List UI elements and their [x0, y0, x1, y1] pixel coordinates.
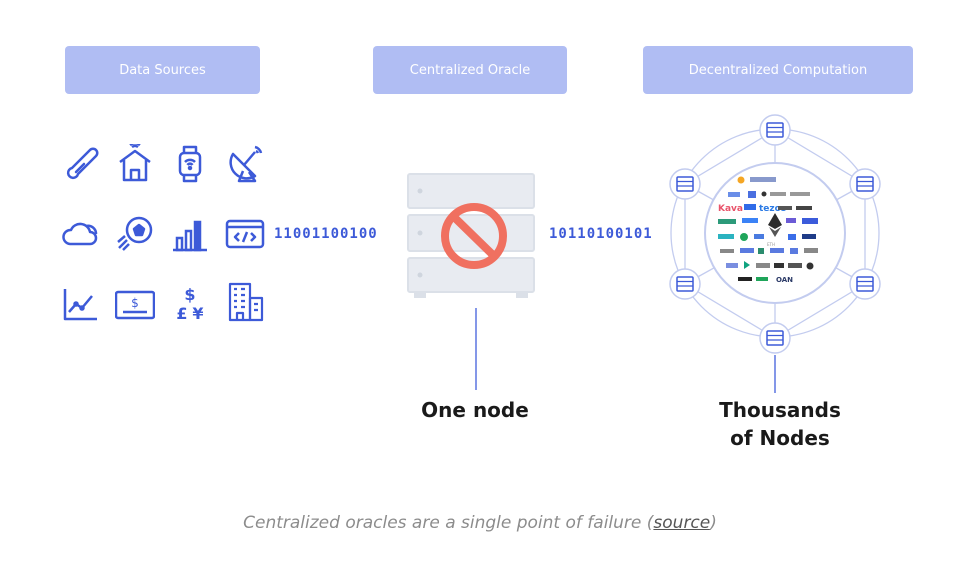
figure-caption: Centralized oracles are a single point o… — [0, 513, 960, 533]
centralized-server — [407, 173, 535, 390]
svg-text:£: £ — [176, 304, 187, 323]
svg-text:$: $ — [184, 285, 195, 304]
server-node — [669, 268, 701, 300]
payment-card-icon: $ — [115, 284, 155, 324]
thousands-of-nodes-label: Thousands of Nodes — [690, 396, 870, 452]
bar-chart-icon — [170, 214, 210, 254]
building-icon — [225, 282, 265, 322]
server-node — [849, 268, 881, 300]
server-node — [669, 168, 701, 200]
smartwatch-icon — [170, 144, 210, 184]
soccer-ball-icon — [115, 214, 155, 254]
server-node — [759, 114, 791, 146]
input-bitstream: 11001100100 — [274, 226, 378, 242]
svg-text:¥: ¥ — [192, 304, 203, 323]
svg-text:ETH: ETH — [767, 242, 775, 247]
prohibition-icon — [441, 203, 507, 269]
network-nodes — [669, 114, 881, 354]
caption-source-link[interactable]: source — [653, 513, 711, 533]
svg-text:Kava: Kava — [718, 204, 743, 214]
decentralized-computation-header: Decentralized Computation — [643, 46, 913, 94]
house-wifi-icon — [115, 144, 155, 184]
svg-text:tezos: tezos — [759, 204, 786, 214]
ecosystem-logos: Kava tezos ETH OAN — [718, 176, 818, 284]
thousands-line-1: Thousands — [719, 398, 841, 422]
one-node-label: One node — [421, 398, 529, 422]
cloud-icon — [60, 214, 100, 254]
server-node — [759, 322, 791, 354]
data-sources-header: Data Sources — [65, 46, 260, 94]
code-window-icon — [225, 214, 265, 254]
satellite-dish-icon — [225, 144, 265, 184]
thousands-line-2: of Nodes — [730, 426, 830, 450]
server-node — [849, 168, 881, 200]
caption-text: Centralized oracles are a single point o… — [243, 513, 654, 533]
svg-text:$: $ — [131, 296, 139, 310]
caption-close: ) — [710, 513, 717, 533]
centralized-oracle-header: Centralized Oracle — [373, 46, 567, 94]
output-bitstream: 10110100101 — [549, 226, 653, 242]
line-chart-icon — [60, 284, 100, 324]
decentralized-network: Kava tezos ETH OAN — [669, 114, 881, 393]
svg-text:OAN: OAN — [776, 276, 793, 284]
thermometer-icon — [60, 144, 100, 184]
currency-icon: $ £ ¥ — [170, 284, 210, 324]
